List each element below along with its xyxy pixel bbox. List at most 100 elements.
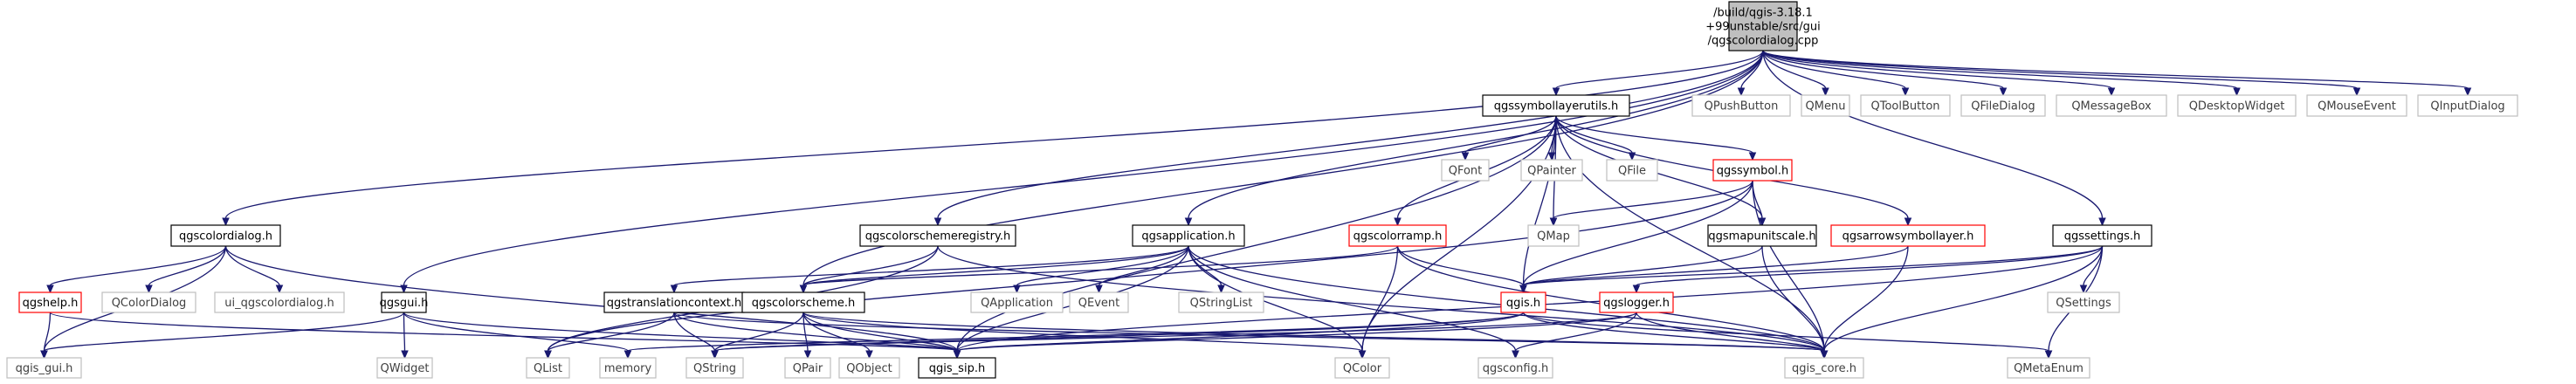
node-box: [1348, 224, 1447, 247]
node-box: [1441, 159, 1490, 182]
node-memory[interactable]: memory: [599, 357, 657, 379]
node-qgscolorramp-h[interactable]: qgscolorramp.h: [1348, 224, 1447, 247]
node-label: qgssymbol.h: [1717, 164, 1789, 177]
node-qdesktopwidget[interactable]: QDesktopWidget: [2177, 94, 2297, 117]
node-label: qgis_gui.h: [16, 362, 73, 375]
node-qcolordialog[interactable]: QColorDialog: [101, 291, 196, 313]
node-qmetaenum[interactable]: QMetaEnum: [2007, 357, 2090, 379]
edge-root-to-qgscolordialog_h: [222, 50, 1764, 227]
node-qcolor[interactable]: QColor: [1334, 357, 1390, 379]
node-box: [1477, 357, 1553, 379]
node-qinputdialog[interactable]: QInputDialog: [2417, 94, 2518, 117]
node-label: QMenu: [1806, 99, 1846, 113]
node-label: QMetaEnum: [2014, 362, 2084, 375]
node-label: qgscolorschemeregistry.h: [865, 230, 1010, 243]
node-label: QString: [693, 362, 736, 375]
node-qobject[interactable]: QObject: [838, 357, 900, 379]
node-qlist[interactable]: QList: [526, 357, 570, 379]
edge-qgscolorramp_h-to-qgis_h: [1396, 245, 1527, 294]
node-qtoolbutton[interactable]: QToolButton: [1860, 94, 1951, 117]
edge-qgssymbollayerutils_h-to-qgssymbol_h: [1555, 115, 1757, 161]
node-label: /build/qgis-3.18.1: [1713, 6, 1813, 19]
node-label: QWidget: [380, 362, 429, 375]
node-qgstranslationcontext-h[interactable]: qgstranslationcontext.h: [603, 291, 745, 313]
node-qgsgui-h[interactable]: qgsgui.h: [380, 291, 429, 313]
node-qfiledialog[interactable]: QFileDialog: [1960, 94, 2046, 117]
node-qmessagebox[interactable]: QMessageBox: [2056, 94, 2167, 117]
node-qpushbutton[interactable]: QPushButton: [1691, 94, 1791, 117]
node-box: [1178, 291, 1264, 313]
node-box: [18, 291, 82, 313]
edge-root-to-QMouseEvent: [1762, 50, 2361, 97]
node-box: [1132, 224, 1245, 247]
node-qgis-core-h[interactable]: qgis_core.h: [1784, 357, 1864, 379]
node-label: QFile: [1618, 164, 1646, 177]
node-label: QMap: [1537, 230, 1570, 243]
node-qfile[interactable]: QFile: [1606, 159, 1658, 182]
node-box: [1069, 291, 1129, 313]
node-ui-qgscolordialog-h[interactable]: ui_qgscolordialog.h: [214, 291, 345, 313]
node-box: [381, 291, 427, 313]
node-qstring[interactable]: QString: [685, 357, 744, 379]
node-label: qgis_sip.h: [929, 362, 985, 375]
edge-qgscolorramp_h-to-QColor: [1358, 245, 1399, 360]
node-qpainter[interactable]: QPainter: [1520, 159, 1583, 182]
edge-qgscolordialog_h-to-ui_qgscolordialog_h: [224, 245, 284, 294]
node-box: [526, 357, 570, 379]
node-qmouseevent[interactable]: QMouseEvent: [2306, 94, 2407, 117]
node-box: [918, 357, 996, 379]
node-qgis-gui-h[interactable]: qgis_gui.h: [6, 357, 82, 379]
node-qgis-sip-h[interactable]: qgis_sip.h: [918, 357, 996, 379]
edge-qgsguih-to-qgis_gui_h: [40, 312, 405, 360]
edge-qgssymbollayerutils_h-to-QFile: [1555, 115, 1636, 161]
node-label: QPushButton: [1705, 99, 1779, 113]
node-qsettings[interactable]: QSettings: [2047, 291, 2120, 313]
node-label: qgsarrowsymbollayer.h: [1842, 230, 1974, 243]
node-box: [838, 357, 900, 379]
node-label: ui_qgscolordialog.h: [224, 297, 334, 310]
node-qgssettings-h[interactable]: qgssettings.h: [2052, 224, 2152, 247]
node-label: QStringList: [1190, 297, 1253, 310]
node-label: qgssettings.h: [2064, 230, 2141, 243]
node-qstringlist[interactable]: QStringList: [1178, 291, 1264, 313]
node-box: [970, 291, 1064, 313]
node-box: [376, 357, 433, 379]
node-box: [1482, 94, 1630, 117]
node-build-qgis-3-18-1-99unstable-src-gui-qgscolordialog-cpp[interactable]: /build/qgis-3.18.1+99unstable/src/gui/qg…: [1705, 1, 1821, 51]
node-qevent[interactable]: QEvent: [1069, 291, 1129, 313]
node-label: QFileDialog: [1971, 99, 2035, 113]
node-qmap[interactable]: QMap: [1527, 224, 1580, 247]
edge-root-to-QInputDialog: [1762, 50, 2472, 97]
node-qwidget[interactable]: QWidget: [376, 357, 433, 379]
node-box: [6, 357, 82, 379]
node-qgsarrowsymbollayer-h[interactable]: qgsarrowsymbollayer.h: [1830, 224, 1986, 247]
node-qgssymbol-h[interactable]: qgssymbol.h: [1712, 159, 1793, 182]
node-qgsmapunitscale-h[interactable]: qgsmapunitscale.h: [1707, 224, 1817, 247]
node-qgscolorschemeregistry-h[interactable]: qgscolorschemeregistry.h: [859, 224, 1016, 247]
node-qgsapplication-h[interactable]: qgsapplication.h: [1132, 224, 1245, 247]
node-label: qgsapplication.h: [1141, 230, 1235, 243]
node-label: QEvent: [1078, 297, 1119, 310]
node-qapplication[interactable]: QApplication: [970, 291, 1064, 313]
node-qgshelp-h[interactable]: qgshelp.h: [18, 291, 82, 313]
node-qgsconfig-h[interactable]: qgsconfig.h: [1477, 357, 1553, 379]
node-qgis-h[interactable]: qgis.h: [1500, 291, 1546, 313]
edge-qgscolorscheme_h-to-QPair: [802, 312, 812, 360]
node-label: QMessageBox: [2071, 99, 2152, 113]
node-box: [214, 291, 345, 313]
edge-qgssettings_h-to-qgis_h: [1519, 245, 2104, 294]
node-qgscolordialog-h[interactable]: qgscolordialog.h: [170, 224, 281, 247]
node-qgscolorscheme-h[interactable]: qgscolorscheme.h: [741, 291, 865, 313]
edge-root-to-QDesktopWidget: [1762, 50, 2241, 97]
node-label: QMouseEvent: [2318, 99, 2396, 113]
node-qmenu[interactable]: QMenu: [1801, 94, 1850, 117]
node-box: [784, 357, 831, 379]
node-qpair[interactable]: QPair: [784, 357, 831, 379]
node-qfont[interactable]: QFont: [1441, 159, 1490, 182]
node-qgssymbollayerutils-h[interactable]: qgssymbollayerutils.h: [1482, 94, 1630, 117]
edge-qgscolorscheme_h-to-QObject: [802, 312, 873, 360]
edge-qgsguih-to-QWidget: [401, 312, 409, 360]
node-box: [2052, 224, 2152, 247]
node-qgslogger-h[interactable]: qgslogger.h: [1599, 291, 1674, 313]
